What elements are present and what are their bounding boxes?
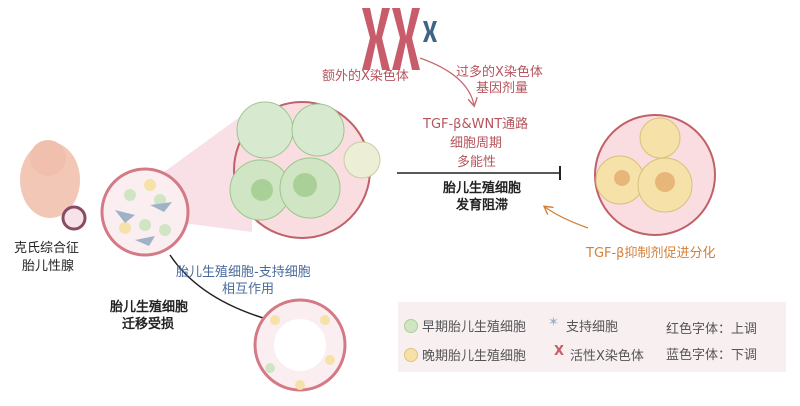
arrest-label-1: 胎儿生殖细胞 bbox=[443, 181, 522, 196]
legend: 早期胎儿生殖细胞 晚期胎儿生殖细胞 ✶ 支持细胞 X 活性X染色体 红色字体：上… bbox=[398, 302, 786, 372]
pluripotency-label: 多能性 bbox=[457, 155, 497, 170]
legend-blue-key: 蓝色字体：下调 bbox=[666, 348, 758, 363]
fetus-icon bbox=[20, 140, 87, 231]
interaction-label-1: 胎儿生殖细胞-支持细胞 bbox=[176, 265, 311, 280]
migration-label-2: 迁移受损 bbox=[122, 317, 175, 332]
late-cells-zoom-circle bbox=[594, 114, 716, 236]
sertoli-cell-legend-icon: ✶ bbox=[548, 315, 559, 330]
legend-sertoli: 支持细胞 bbox=[566, 320, 619, 335]
active-x-legend-icon: X bbox=[554, 344, 565, 359]
dosage-label-1: 过多的X染色体 bbox=[456, 65, 543, 80]
cell-cycle-label: 细胞周期 bbox=[450, 136, 503, 151]
patient-label-2: 胎儿性腺 bbox=[22, 259, 75, 274]
legend-active-x: 活性X染色体 bbox=[570, 349, 644, 364]
inhibitor-label: TGF-β抑制剂促进分化 bbox=[586, 246, 716, 261]
pathway-label: TGF-β&WNT通路 bbox=[423, 117, 529, 132]
legend-red-key: 红色字体：上调 bbox=[666, 322, 758, 337]
y-chromosome-icon bbox=[423, 21, 437, 42]
impaired-gonad-circle bbox=[253, 298, 347, 392]
inhibitor-arrow bbox=[545, 207, 589, 229]
x-chromosome-icon bbox=[362, 8, 420, 70]
migration-line bbox=[169, 254, 271, 321]
arrest-label-2: 发育阻滞 bbox=[456, 198, 509, 213]
legend-early: 早期胎儿生殖细胞 bbox=[422, 320, 527, 335]
late-cell-legend-icon bbox=[404, 348, 418, 362]
gonad-circle bbox=[100, 167, 190, 257]
patient-label-1: 克氏综合征 bbox=[14, 241, 80, 256]
migration-label-1: 胎儿生殖细胞 bbox=[110, 300, 189, 315]
early-cell-legend-icon bbox=[404, 319, 418, 333]
interaction-label-2: 相互作用 bbox=[222, 282, 275, 297]
extra-x-label: 额外的X染色体 bbox=[322, 69, 409, 84]
dosage-label-2: 基因剂量 bbox=[476, 81, 529, 96]
legend-late: 晚期胎儿生殖细胞 bbox=[422, 349, 527, 364]
early-cells-zoom-circle bbox=[229, 101, 381, 239]
dosage-arrow bbox=[419, 57, 474, 105]
